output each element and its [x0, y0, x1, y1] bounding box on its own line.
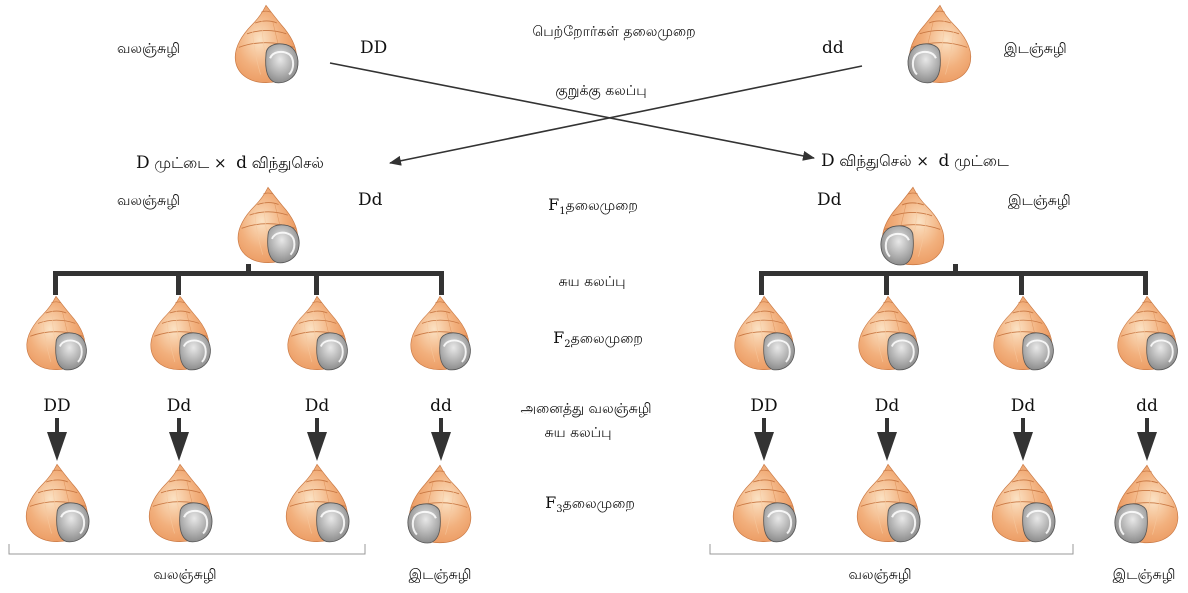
f2-genotype-left-2: Dd	[166, 396, 192, 416]
dextral-snail-icon	[732, 463, 797, 543]
right-cross-times: ×	[916, 152, 929, 170]
f2-genotype-right-4: dd	[1136, 396, 1158, 416]
f1-right-genotype: Dd	[817, 190, 842, 210]
dextral-snail-icon	[285, 463, 350, 543]
cross-line-dd-to-right	[329, 62, 815, 161]
right-cross-cell-2: முட்டை	[954, 152, 1009, 170]
f3-gen-sub: 3	[556, 503, 563, 515]
parent-right-type: இடஞ்சுழி	[1004, 41, 1067, 57]
self-cross-bracket-right	[759, 264, 1148, 295]
dextral-snail-icon	[148, 463, 213, 543]
parent-generation-label: பெற்றோர்கள் தலைமுறை	[532, 24, 696, 40]
f3-gen-word: தலைமுறை	[562, 496, 635, 512]
parent-left-genotype: DD	[360, 38, 388, 58]
dextral-snail-icon	[856, 463, 921, 543]
f2-genotype-right-1: DD	[750, 396, 778, 416]
dextral-snail-icon	[287, 295, 348, 371]
f2-genotype-left-1: DD	[43, 396, 71, 416]
left-cross-times: ×	[213, 154, 227, 172]
dextral-snail-icon	[410, 295, 471, 371]
f1-right-type: இடஞ்சுழி	[1008, 193, 1071, 209]
down-arrow-icon	[47, 418, 1157, 461]
all-dextral-self-cross-label: சுய கலப்பு	[544, 425, 612, 441]
right-cross-allele-1: D	[821, 151, 835, 171]
dextral-snail-icon	[237, 186, 300, 264]
f2-generation-label: F2தலைமுறை	[553, 330, 643, 350]
left-cross-label: D முட்டை × d விந்துசெல்	[136, 155, 324, 172]
dextral-snail-icon	[993, 295, 1054, 371]
f1-left-genotype: Dd	[358, 190, 383, 210]
dextral-snail-icon	[734, 295, 795, 371]
bottom-left-group-label: வலஞ்சுழி	[153, 567, 217, 583]
right-cross-label: D விந்துசெல் × d முட்டை	[821, 153, 1009, 170]
dextral-snail-icon	[26, 295, 87, 371]
left-cross-cell-2: விந்துசெல்	[251, 154, 324, 172]
self-cross-label: சுய கலப்பு	[558, 274, 626, 290]
dextral-snail-icon	[150, 295, 211, 371]
sinistral-snail-icon	[907, 4, 972, 84]
f2-gen-letter: F	[553, 328, 565, 347]
dextral-snail-icon	[25, 463, 90, 543]
dextral-snail-icon	[858, 295, 919, 371]
bottom-right-single-label: இடஞ்சுழி	[1112, 567, 1176, 583]
group-bracket-right	[709, 544, 1074, 555]
left-cross-allele-2: d	[236, 153, 247, 173]
cross-line-dd-to-left	[389, 65, 863, 166]
cross-label: குறுக்கு கலப்பு	[555, 83, 647, 99]
f3-gen-letter: F	[545, 493, 557, 512]
sinistral-snail-icon	[880, 186, 945, 266]
bottom-right-group-label: வலஞ்சுழி	[848, 567, 912, 583]
f2-genotype-right-3: Dd	[1010, 396, 1036, 416]
f1-gen-sub: 1	[559, 205, 566, 217]
right-cross-allele-2: d	[938, 151, 950, 171]
f2-gen-word: தலைமுறை	[570, 331, 643, 347]
f3-generation-label: F3தலைமுறை	[545, 495, 635, 515]
self-cross-bracket-left	[53, 264, 444, 295]
all-dextral-label: அனைத்து வலஞ்சுழி	[520, 401, 652, 417]
bottom-left-single-label: இடஞ்சுழி	[408, 567, 472, 583]
dextral-snail-icon	[234, 4, 299, 84]
parent-right-genotype: dd	[822, 38, 844, 58]
right-cross-cell-1: விந்துசெல்	[839, 152, 912, 170]
f2-gen-sub: 2	[564, 338, 571, 350]
sinistral-snail-icon	[407, 464, 472, 544]
f1-gen-word: தலைமுறை	[565, 198, 638, 214]
f2-genotype-right-2: Dd	[874, 396, 900, 416]
dextral-snail-icon	[991, 463, 1056, 543]
left-cross-allele-1: D	[136, 153, 150, 173]
f1-left-type: வலஞ்சுழி	[117, 193, 180, 209]
group-bracket-left	[8, 544, 366, 555]
f2-genotype-left-3: Dd	[304, 396, 330, 416]
left-cross-cell-1: முட்டை	[154, 154, 210, 172]
parent-left-type: வலஞ்சுழி	[117, 41, 180, 57]
f1-generation-label: F1தலைமுறை	[548, 197, 638, 217]
f2-genotype-left-4: dd	[430, 396, 452, 416]
dextral-snail-icon	[1117, 295, 1178, 371]
sinistral-snail-icon	[1114, 464, 1179, 544]
f1-gen-letter: F	[548, 195, 560, 214]
